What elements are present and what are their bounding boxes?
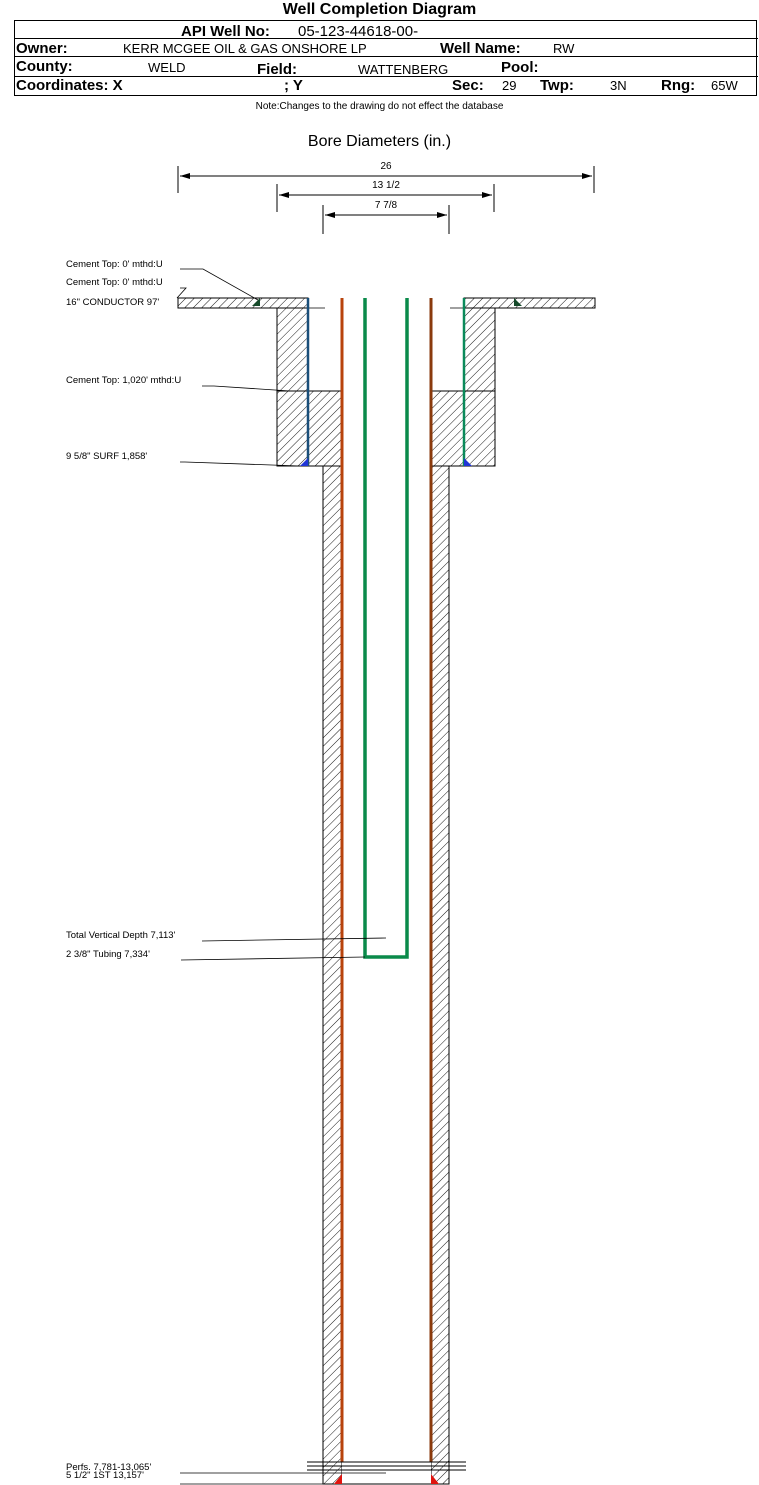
conductor-cement-right [463, 297, 596, 309]
production-shoe-right [431, 1474, 439, 1484]
well-name-value: RW [553, 41, 575, 56]
dimension-label-13-1-2: 13 1/2 [372, 180, 400, 191]
dimension-13-1-2: 13 1/2 [276, 180, 495, 212]
header-divider [15, 38, 758, 39]
pool-label: Pool: [501, 59, 539, 76]
production-cement-right [430, 465, 450, 1485]
tubing [363, 298, 409, 959]
rng-label: Rng: [661, 77, 696, 94]
coordinates-label: Coordinates: X [16, 77, 123, 94]
cement-1020-left [308, 391, 342, 466]
owner-value: KERR MCGEE OIL & GAS ONSHORE LP [123, 41, 367, 56]
sec-value: 29 [502, 78, 517, 93]
sec-label: Sec: [452, 77, 484, 94]
surface-cement-left [276, 307, 309, 467]
label-surf: 9 5/8" SURF 1,858' [66, 451, 147, 462]
surface-cement-right [463, 307, 496, 467]
header-divider [15, 76, 758, 77]
perforations [307, 1461, 466, 1471]
header-table [14, 20, 758, 96]
bore-diameters-title: Bore Diameters (in.) [307, 133, 452, 150]
dimension-label-7-7-8: 7 7/8 [375, 200, 398, 211]
dimension-26: 26 [177, 161, 595, 193]
api-value: 05-123-44618-00- [298, 23, 419, 40]
label-cement-top-3: Cement Top: 1,020' mthd:U [66, 375, 181, 386]
field-value: WATTENBERG [358, 62, 449, 77]
owner-label: Owner: [16, 40, 68, 57]
county-label: County: [16, 58, 73, 75]
surface-shoe-left [300, 458, 308, 466]
database-note: Note:Changes to the drawing do not effec… [255, 101, 504, 112]
label-conductor: 16" CONDUCTOR 97' [66, 297, 159, 308]
api-label: API Well No: [181, 23, 270, 40]
label-tvd: Total Vertical Depth 7,113' [66, 930, 176, 941]
dimension-label-26: 26 [380, 161, 392, 172]
coordinates-y-label: ; Y [284, 77, 303, 94]
label-cement-top-1: Cement Top: 0' mthd:U [66, 259, 163, 270]
label-tubing: 2 3/8" Tubing 7,334' [66, 949, 150, 960]
dimension-7-7-8: 7 7/8 [322, 200, 450, 234]
label-first-casing: 5 1/2" 1ST 13,157' [66, 1470, 144, 1481]
conductor-cement-left [177, 297, 309, 309]
production-cement-left [322, 465, 343, 1485]
conductor-shoe-right [514, 298, 522, 306]
rng-value: 65W [711, 78, 738, 93]
production-shoe-left [334, 1474, 342, 1484]
field-label: Field: [257, 61, 297, 78]
twp-value: 3N [610, 78, 627, 93]
well-name-label: Well Name: [440, 40, 521, 57]
surface-shoe-right [464, 458, 472, 466]
cement-1020-right [431, 391, 464, 466]
twp-label: Twp: [540, 77, 574, 94]
header-divider [15, 56, 758, 57]
county-value: WELD [148, 60, 186, 75]
diagram-title: Well Completion Diagram [282, 1, 477, 18]
label-perfs: Perfs. 7,781-13,065' [66, 1462, 151, 1473]
label-cement-top-2: Cement Top: 0' mthd:U [66, 277, 163, 288]
